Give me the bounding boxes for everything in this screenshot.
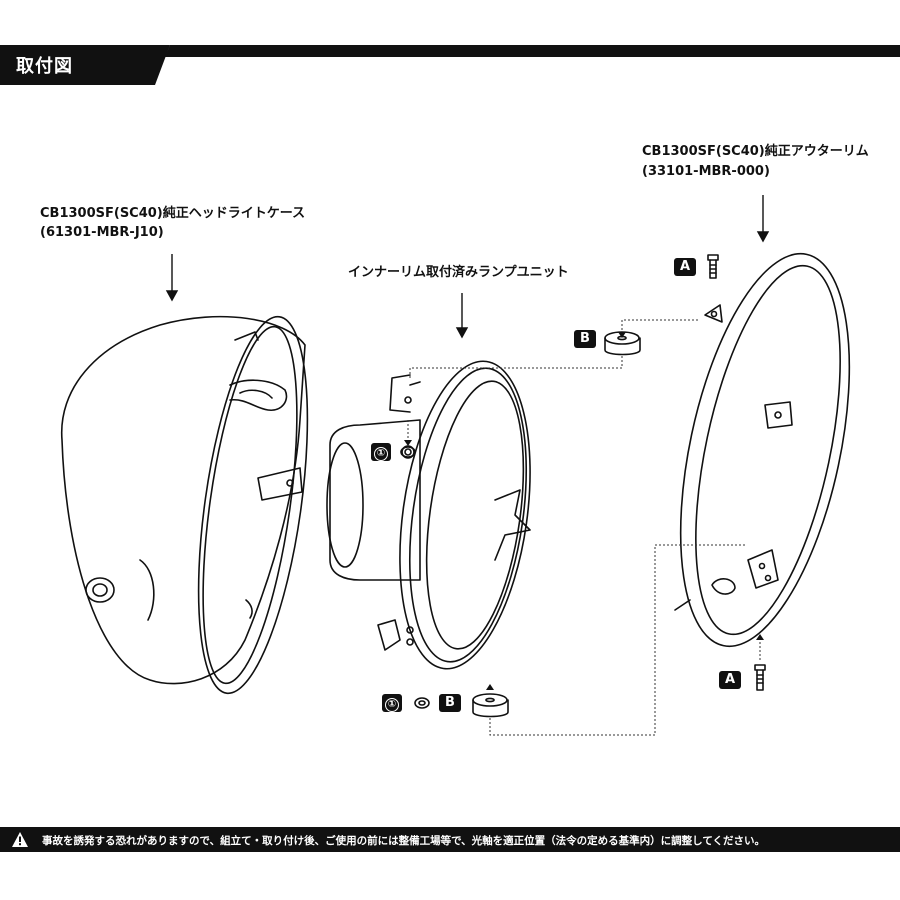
warning-icon xyxy=(12,832,28,847)
badge-b-top: B xyxy=(574,330,596,348)
outer-rim-part-number: (33101-MBR-000) xyxy=(642,164,770,179)
badge-1-bottom: ① xyxy=(382,694,402,712)
badge-1-top: ① xyxy=(371,443,391,461)
header-bar xyxy=(0,45,900,85)
lamp-unit-label: インナーリム取付済みランプユニット xyxy=(348,265,569,280)
headlight-case-part-number: (61301-MBR-J10) xyxy=(40,225,164,240)
outer-rim-illustration xyxy=(674,252,851,648)
badge-1-top-text: ① xyxy=(374,447,388,461)
badge-a-bottom: A xyxy=(719,671,741,689)
nut-1-bottom xyxy=(414,697,430,709)
footer-warning-bar xyxy=(0,828,900,852)
badge-1-bottom-text: ① xyxy=(385,698,399,712)
nut-1-top xyxy=(400,446,416,458)
badge-a-top: A xyxy=(674,258,696,276)
rubber-bush-b-bottom xyxy=(472,693,509,718)
lamp-unit-illustration xyxy=(326,360,531,670)
page-title: 取付図 xyxy=(16,56,73,77)
exploded-view-diagram xyxy=(60,195,851,736)
headlight-case-label: CB1300SF(SC40)純正ヘッドライトケース xyxy=(40,206,306,221)
badge-b-bottom: B xyxy=(439,694,461,712)
footer-warning-text: 事故を誘発する恐れがありますので、組立て・取り付け後、ご使用の前には整備工場等で… xyxy=(42,835,766,847)
screw-a-top xyxy=(707,254,719,279)
outer-rim-label: CB1300SF(SC40)純正アウターリム xyxy=(642,144,869,159)
headlight-case-illustration xyxy=(60,315,309,695)
screw-a-bottom xyxy=(754,664,766,691)
